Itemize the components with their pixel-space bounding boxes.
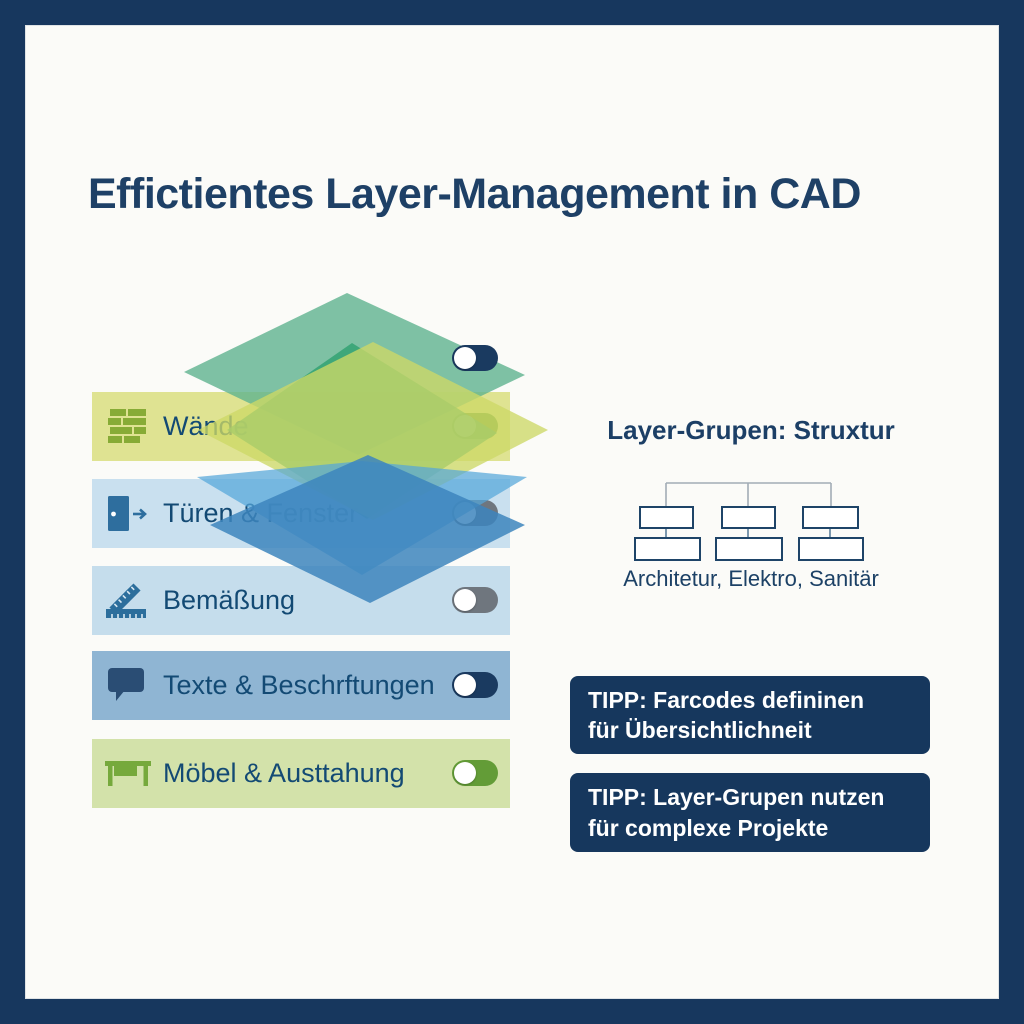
layer-toggle-moebel[interactable] xyxy=(452,760,498,786)
layer-row-label: Wände xyxy=(163,411,249,441)
tree-node xyxy=(802,506,859,529)
stack-layer-toggle[interactable] xyxy=(452,345,498,371)
layer-toggle-waende[interactable] xyxy=(452,413,498,439)
toggle-knob xyxy=(454,762,476,784)
tree-node xyxy=(721,506,776,529)
tip-box-layer-groups: TIPP: Layer-Grupen nutzen für complexe P… xyxy=(570,773,930,852)
speech-bubble-icon xyxy=(105,664,151,708)
layer-toggle-tueren-fenster[interactable] xyxy=(452,500,498,526)
brick-wall-icon xyxy=(105,405,151,449)
layer-row-label: Bemäßung xyxy=(163,585,296,615)
layer-groups-heading: Layer-Grupen: Struxtur xyxy=(607,415,895,445)
tip-line: für complexe Projekte xyxy=(588,814,829,841)
toggle-knob xyxy=(454,347,476,369)
toggle-knob xyxy=(454,415,476,437)
toggle-knob xyxy=(454,674,476,696)
page-title: Effictientes Layer-Management in CAD xyxy=(88,170,861,218)
toggle-knob xyxy=(454,502,476,524)
table-icon xyxy=(105,752,151,796)
layer-toggle-texte[interactable] xyxy=(452,672,498,698)
layer-row-waende[interactable]: Wände xyxy=(92,392,510,461)
layer-groups-tree xyxy=(634,482,864,561)
layer-groups-caption: Architetur, Elektro, Sanitär xyxy=(623,566,879,591)
tree-node xyxy=(634,537,701,561)
layer-row-label: Türen & Fenster xyxy=(163,498,359,528)
tree-node xyxy=(798,537,864,561)
layer-row-moebel[interactable]: Möbel & Austtahung xyxy=(92,739,510,808)
tip-line: für Übersichtlichneit xyxy=(588,717,812,743)
door-icon xyxy=(105,492,151,536)
layer-row-texte[interactable]: Texte & Beschrftungen xyxy=(92,651,510,720)
tip-line: TIPP: Layer-Grupen nutzen xyxy=(588,784,885,811)
layer-row-bemassung[interactable]: Bemäßung xyxy=(92,566,510,635)
toggle-knob xyxy=(454,589,476,611)
layer-toggle-bemassung[interactable] xyxy=(452,587,498,613)
layer-row-tueren-fenster[interactable]: Türen & Fenster xyxy=(92,479,510,548)
ruler-icon xyxy=(105,579,151,623)
layer-row-label: Möbel & Austtahung xyxy=(163,758,405,788)
tip-line: TIPP: Farcodes defininen xyxy=(588,686,865,713)
tip-box-color-codes: TIPP: Farcodes defininen für Übersichtli… xyxy=(570,676,930,754)
tree-node xyxy=(715,537,783,561)
tree-node xyxy=(639,506,694,529)
layer-row-label: Texte & Beschrftungen xyxy=(163,670,435,700)
